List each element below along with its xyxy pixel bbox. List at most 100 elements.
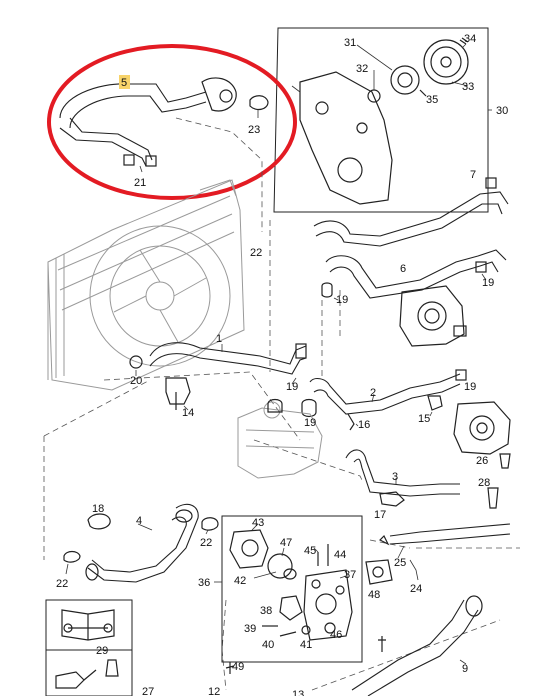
callout-5: 5 — [121, 77, 127, 89]
bolt-16 — [347, 413, 355, 431]
hose-3 — [345, 449, 460, 507]
o-ring-47 — [267, 553, 293, 579]
oil-can-icon — [55, 669, 97, 689]
callout-14: 14 — [182, 407, 194, 419]
water-pump-group — [273, 27, 492, 213]
sensor-17 — [379, 491, 405, 507]
fitting-28 — [487, 487, 499, 509]
thermostat-cover — [229, 529, 269, 569]
callout-48: 48 — [368, 589, 380, 601]
clamp-21a — [123, 154, 135, 166]
throttle-body-lower — [453, 401, 511, 455]
callout-34: 34 — [464, 33, 476, 45]
manual-icon-box — [45, 599, 133, 651]
water-pump-frame — [273, 27, 489, 213]
callout-19e: 19 — [464, 381, 476, 393]
clamp-19a — [321, 282, 339, 301]
oil-icon-box — [45, 649, 133, 696]
water-pump — [390, 65, 420, 95]
callout-22a: 22 — [250, 247, 262, 259]
bolt-49a — [378, 636, 386, 652]
callout-39: 39 — [244, 623, 256, 635]
bolt-40 — [279, 631, 297, 637]
fan-shroud — [89, 225, 231, 367]
callout-18: 18 — [92, 503, 104, 515]
hose-elbow — [201, 77, 237, 112]
highlight-circle — [47, 44, 297, 200]
upper-hose-group — [59, 77, 269, 173]
pipe-9 — [351, 595, 483, 696]
clamp-19e — [455, 369, 467, 381]
clamp-23 — [249, 95, 269, 111]
pulley — [423, 39, 469, 85]
thermostat-housing — [303, 569, 353, 641]
callout-22b: 22 — [200, 537, 212, 549]
thermostat-frame — [221, 515, 363, 663]
callout-7: 7 — [470, 169, 476, 181]
callout-labels: 1 2 3 4 5 6 7 9 12 13 14 15 16 17 18 19 … — [56, 33, 508, 696]
callout-29: 29 — [96, 645, 108, 657]
callout-42: 42 — [234, 575, 246, 587]
callout-3: 3 — [392, 471, 398, 483]
callout-13: 13 — [292, 689, 304, 696]
callout-35: 35 — [426, 94, 438, 106]
hose-1 — [149, 342, 307, 385]
clamp-22b — [201, 517, 219, 531]
bolt-49b — [225, 662, 235, 674]
callout-21: 21 — [134, 177, 146, 189]
callout-31: 31 — [344, 37, 356, 49]
callout-46: 46 — [330, 629, 342, 641]
callout-41: 41 — [300, 639, 312, 651]
upper-radiator-hose — [59, 83, 207, 119]
callout-27: 27 — [142, 686, 154, 696]
callout-4: 4 — [136, 515, 142, 527]
callout-28: 28 — [478, 477, 490, 489]
clamp-18 — [87, 513, 111, 530]
bolt-35 — [419, 89, 427, 97]
callout-24: 24 — [410, 583, 422, 595]
clamp-20 — [129, 355, 143, 369]
clamp-19d — [475, 261, 487, 273]
callout-17: 17 — [374, 509, 386, 521]
open-book-wrench-icon — [61, 609, 115, 641]
callout-16: 16 — [358, 419, 370, 431]
callout-26: 26 — [476, 455, 488, 467]
clamp-22c — [63, 550, 81, 563]
callout-2: 2 — [370, 387, 376, 399]
callout-33: 33 — [462, 81, 474, 93]
callout-49: 49 — [232, 661, 244, 673]
gasket-48 — [365, 559, 393, 585]
cap-46 — [324, 622, 336, 634]
callout-32: 32 — [356, 63, 368, 75]
callout-30: 30 — [496, 105, 508, 117]
sensor-38 — [279, 595, 303, 621]
callout-23: 23 — [248, 124, 260, 136]
callout-44: 44 — [334, 549, 346, 561]
callout-40: 40 — [262, 639, 274, 651]
clamp-21b — [145, 155, 157, 167]
sensor-15 — [427, 395, 443, 411]
hose-6 — [325, 249, 507, 299]
highlight-label-bg — [119, 75, 130, 89]
throttle-body-upper — [399, 285, 467, 347]
radiator — [47, 179, 245, 391]
callout-9: 9 — [462, 663, 468, 675]
callout-25: 25 — [394, 557, 406, 569]
callout-1: 1 — [216, 333, 222, 345]
callout-19a: 19 — [336, 294, 348, 306]
fitting-29 — [105, 659, 119, 677]
lower-hose-4 — [63, 503, 219, 583]
thermostat-group — [214, 515, 363, 663]
clamp-19c — [301, 398, 317, 418]
bolt-34 — [459, 37, 469, 45]
callout-22c: 22 — [56, 578, 68, 590]
callout-15: 15 — [418, 413, 430, 425]
callout-43: 43 — [252, 517, 264, 529]
callout-37: 37 — [344, 569, 356, 581]
callout-19d: 19 — [482, 277, 494, 289]
washer-41 — [301, 625, 311, 635]
callout-38: 38 — [260, 605, 272, 617]
callout-12: 12 — [208, 686, 220, 696]
service-icons — [45, 599, 133, 696]
